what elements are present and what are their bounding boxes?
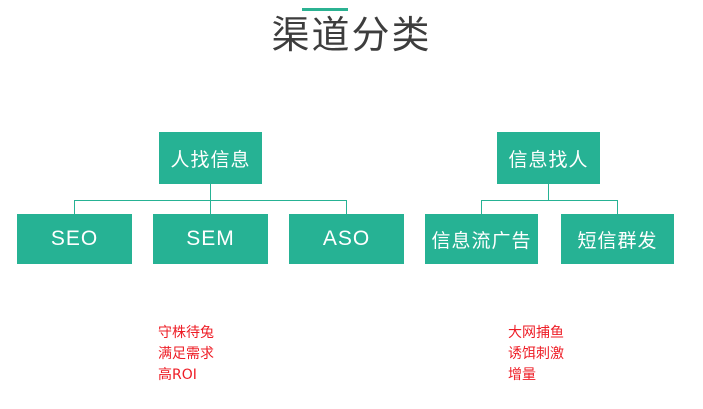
node-child-sem[interactable]: SEM	[153, 214, 268, 264]
connector-right-bus	[481, 200, 617, 201]
title-accent-bar	[302, 8, 348, 11]
page-title: 渠道分类	[271, 13, 432, 57]
node-child-sms-blast[interactable]: 短信群发	[561, 214, 674, 264]
connector-left-drop-3	[346, 200, 347, 214]
connector-left-drop-2	[210, 200, 211, 214]
node-parent-right[interactable]: 信息找人	[497, 132, 600, 184]
connector-right-drop-2	[617, 200, 618, 214]
connector-left-drop-1	[74, 200, 75, 214]
note-right: 大网捕鱼 诱饵刺激 增量	[508, 325, 564, 383]
connector-right-drop-1	[481, 200, 482, 214]
node-child-feed-ads[interactable]: 信息流广告	[425, 214, 538, 264]
node-child-aso[interactable]: ASO	[289, 214, 404, 264]
connector-left-parent-stem	[210, 184, 211, 200]
note-left: 守株待兔 满足需求 高ROI	[158, 325, 214, 383]
node-parent-left[interactable]: 人找信息	[159, 132, 262, 184]
connector-right-parent-stem	[548, 184, 549, 200]
node-child-seo[interactable]: SEO	[17, 214, 132, 264]
